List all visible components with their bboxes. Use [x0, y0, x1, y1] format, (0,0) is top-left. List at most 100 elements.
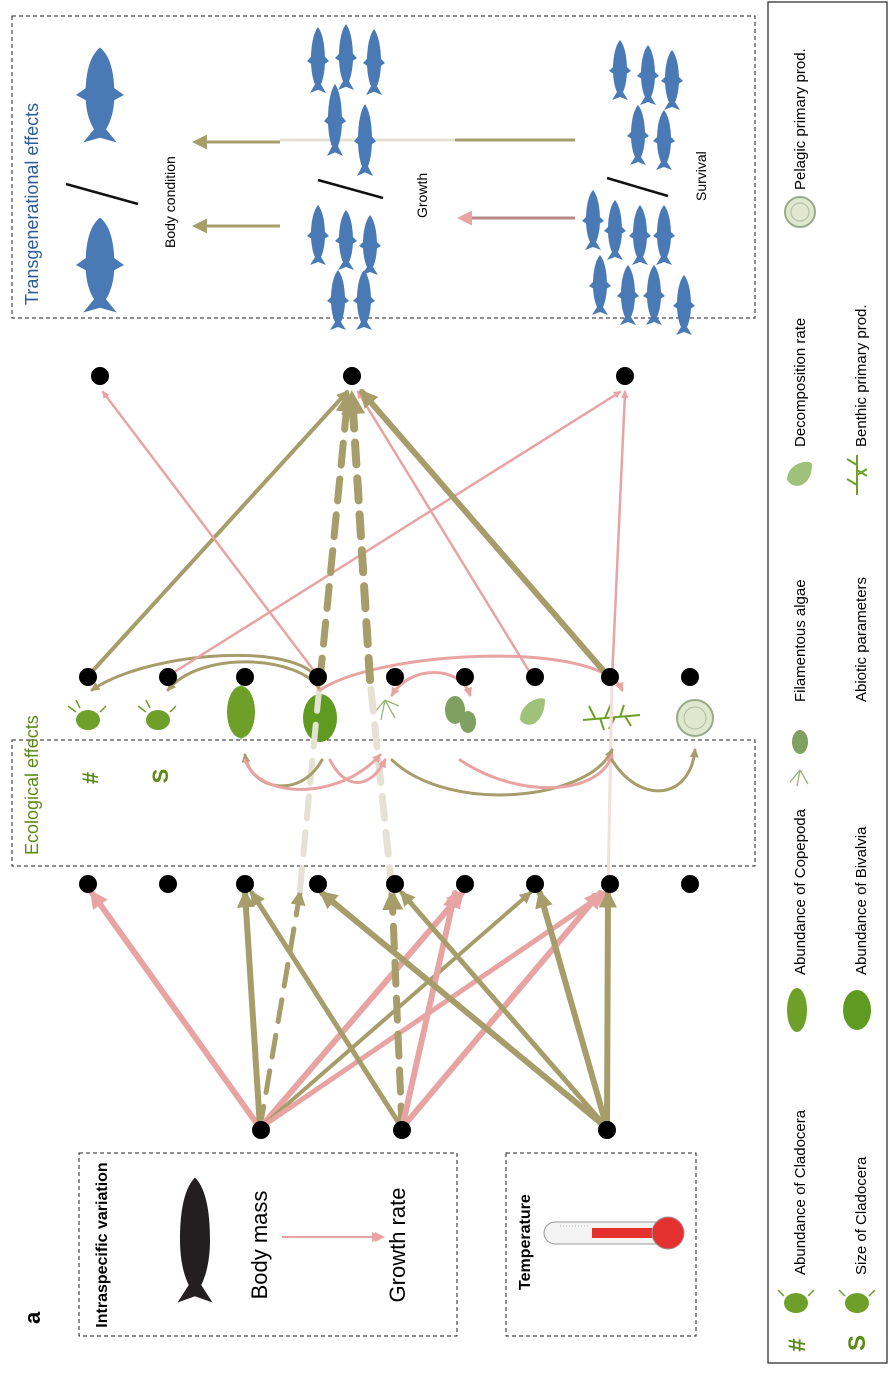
edge-up-0 [86, 390, 349, 678]
legend-diatom-icon [784, 196, 816, 228]
edge-mass-2 [236, 889, 263, 1131]
copepoda-icon [227, 680, 255, 740]
ecological-box [11, 739, 756, 867]
edge-growth-5 [399, 889, 461, 1131]
legend-leaf-icon [787, 461, 812, 486]
legend-symbol-count: # [784, 1338, 811, 1351]
node-eco-low-3 [309, 875, 327, 893]
node-eco-high-5 [456, 668, 474, 686]
curve-eco-6 [243, 753, 382, 791]
curve-eco-10 [610, 748, 699, 793]
diatom-icon [676, 699, 714, 737]
curve-eco-9 [458, 753, 615, 789]
edge-mass-3 [257, 890, 306, 1131]
edge-up-3 [101, 390, 320, 678]
body-mass-label: Body mass [247, 1191, 272, 1300]
edge-up-7 [359, 389, 611, 679]
legend-label-bivalvia: Abundance of Bivalvia [853, 826, 870, 975]
edge-ghost-b [366, 676, 396, 894]
node-eco-high-2 [236, 668, 254, 686]
legend-box [767, 1, 888, 1364]
curve-eco-7 [328, 758, 387, 784]
driver-box [78, 1152, 458, 1337]
edge-ghost-c [606, 678, 614, 892]
curve-eco-8 [390, 748, 614, 797]
edge-growth-2 [249, 890, 405, 1131]
legend-filamentous-algae-icon [789, 730, 809, 787]
node-trans-1 [343, 367, 361, 385]
network-arrows [86, 389, 699, 1132]
edge-mass-7 [257, 890, 608, 1131]
legend-label-filamentous-algae: Filamentous algae [792, 579, 809, 702]
transgenerational-box [11, 15, 756, 319]
legend-symbol-size: S [844, 1335, 871, 1351]
legend-benthic-plant-icon [846, 455, 868, 495]
legend-label-abiotic: Abiotic parameters [853, 577, 870, 702]
legend-label-decomposition: Decomposition rate [792, 318, 809, 447]
node-eco-high-8 [681, 668, 699, 686]
node-eco-low-6 [526, 875, 544, 893]
divider-body-condition [65, 182, 139, 206]
curve-eco-4 [390, 671, 472, 697]
size-symbol: S [148, 769, 173, 784]
node-driver-mass [252, 1121, 270, 1139]
label-survival: Survival [693, 151, 709, 201]
node-eco-low-5 [456, 875, 474, 893]
edge-temp-3 [319, 890, 610, 1131]
edge-ghost-a [297, 677, 323, 893]
transgenerational-title: Transgenerational effects [22, 103, 42, 305]
legend-label-benthic: Benthic primary prod. [853, 304, 870, 447]
node-eco-low-7 [601, 875, 619, 893]
filamentous-algae-icon-b [445, 696, 476, 733]
temperature-title: Temperature [517, 1194, 534, 1290]
legend-cladocera-icon [777, 1289, 815, 1313]
node-eco-low-8 [681, 875, 699, 893]
node-eco-low-0 [79, 875, 97, 893]
edge-up-1 [166, 390, 622, 678]
node-driver-growth [393, 1121, 411, 1139]
thermometer-icon [543, 1216, 685, 1250]
cladocera-size-icon [137, 699, 177, 730]
legend-copepoda-icon [787, 988, 807, 1032]
edge-temp-6 [535, 889, 610, 1131]
edge-temp-7 [598, 889, 617, 1131]
legend-cladocera-size-icon [838, 1289, 876, 1313]
edge-up-6 [356, 390, 534, 678]
edge-growth-7 [399, 890, 603, 1131]
label-body-condition: Body condition [162, 156, 178, 248]
driver-title: Intraspecific variation [94, 1162, 111, 1327]
bivalvia-icon [303, 694, 337, 742]
legend-bivalvia-icon [843, 990, 871, 1030]
network-nodes [79, 367, 699, 1139]
edge-growth-4 [382, 888, 406, 1132]
edge-temp-4 [399, 890, 610, 1131]
edge-mass-0 [89, 890, 263, 1131]
driver-title-text: Intraspecific variation [94, 1162, 111, 1327]
divider-growth [317, 178, 384, 200]
node-eco-high-4 [386, 668, 404, 686]
node-eco-high-1 [159, 668, 177, 686]
node-eco-high-0 [79, 668, 97, 686]
edge-up-4b [341, 390, 374, 684]
panel-label: a [20, 1311, 45, 1324]
filamentous-algae-icon-a [372, 699, 400, 721]
node-eco-low-4 [386, 875, 404, 893]
legend-label-cladocera-abundance: Abundance of Cladocera [792, 1109, 809, 1275]
temperature-box [505, 1152, 697, 1337]
edge-up-4a [316, 390, 357, 684]
count-symbol: # [78, 772, 103, 784]
node-trans-2 [616, 367, 634, 385]
ecological-title: Ecological effects [22, 715, 42, 855]
growth-rate-label: Growth rate [385, 1188, 410, 1303]
node-eco-low-1 [159, 875, 177, 893]
cladocera-count-icon [67, 699, 107, 730]
leaf-icon [520, 698, 545, 725]
node-eco-low-2 [236, 875, 254, 893]
legend-label-pelagic: Pelagic primary prod. [792, 48, 809, 190]
legend-label-cladocera-size: Size of Cladocera [853, 1156, 870, 1275]
node-eco-high-6 [526, 668, 544, 686]
node-trans-0 [91, 367, 109, 385]
edge-up-8 [610, 390, 629, 682]
curve-eco-1 [90, 653, 322, 692]
divider-survival [606, 176, 669, 198]
